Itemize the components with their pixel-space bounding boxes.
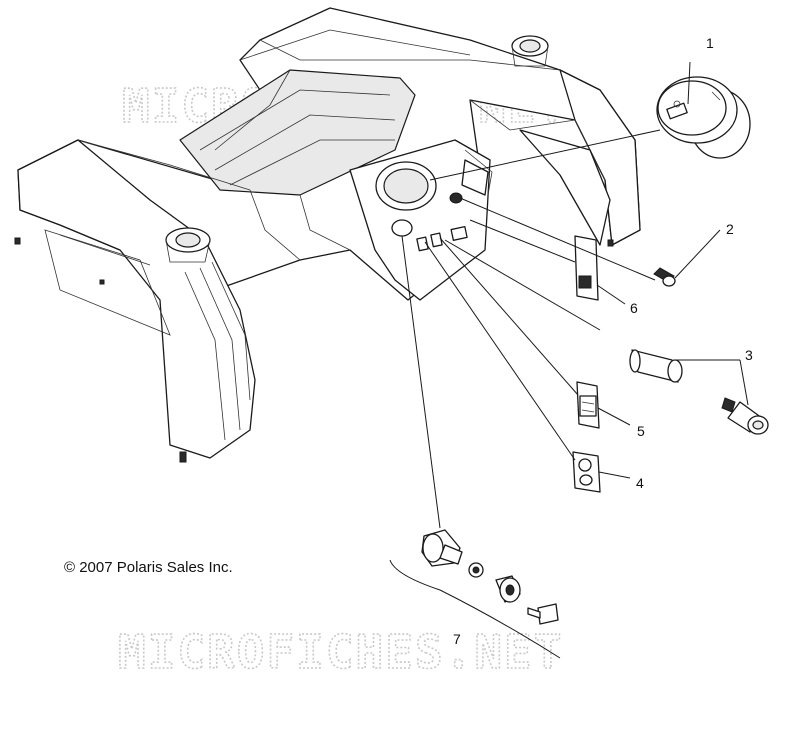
callout-4: 4	[636, 475, 644, 491]
vent-cup-left	[165, 227, 211, 263]
callout-7: 7	[453, 631, 461, 647]
callout-1: 1	[706, 35, 714, 51]
part-7-ignition	[389, 529, 561, 659]
part-5-switch	[576, 381, 600, 429]
part-4-switch	[572, 451, 601, 493]
part-2-indicator	[653, 267, 676, 287]
callout-2: 2	[726, 221, 734, 237]
part-6-switch	[574, 235, 599, 301]
copyright-text: © 2007 Polaris Sales Inc.	[64, 559, 233, 576]
instrument-panel	[349, 139, 493, 301]
dash-body	[14, 7, 641, 463]
callout-3: 3	[745, 347, 753, 363]
callout-5: 5	[637, 423, 645, 439]
part-3-outlet	[629, 349, 769, 435]
leader-lines	[401, 61, 749, 529]
watermark-bottom: MICROFICHES.NET	[118, 625, 563, 679]
vent-cup-right	[511, 35, 549, 67]
callout-6: 6	[630, 300, 638, 316]
part-1-speedometer	[656, 76, 751, 159]
